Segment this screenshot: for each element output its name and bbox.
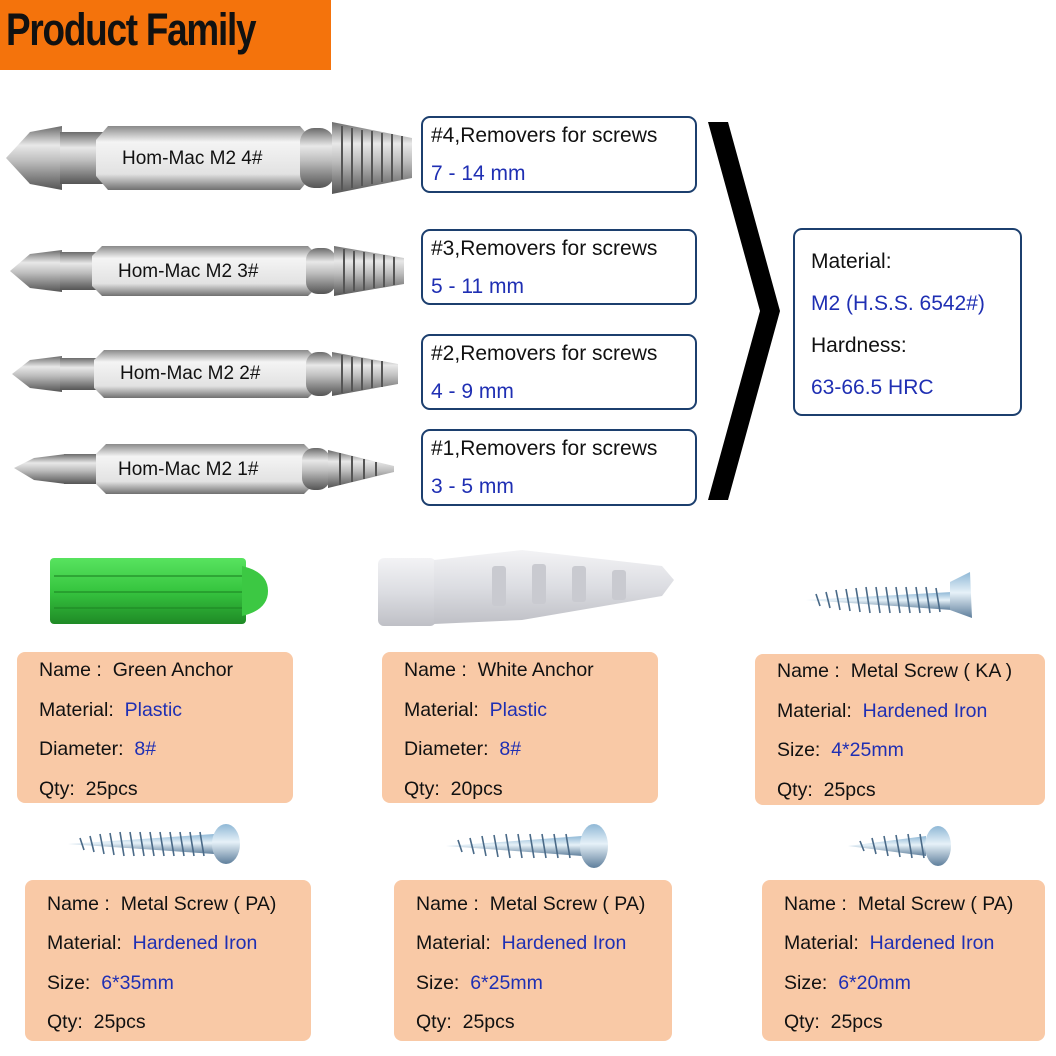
material-label: Material:: [39, 699, 114, 721]
diameter-label: Diameter:: [39, 738, 124, 760]
size-value: 6*20mm: [838, 972, 911, 994]
material-label: Material:: [416, 932, 491, 954]
metal-screw-ka-image: [806, 572, 972, 618]
remover-title: #1,Removers for screws: [431, 437, 658, 460]
material-label: Material:: [47, 932, 122, 954]
bit-label: Hom-Mac M2 4#: [122, 148, 263, 169]
size-value: 6*35mm: [101, 972, 174, 994]
product-family-banner: Product Family: [0, 0, 331, 70]
diameter-value: 8#: [134, 738, 157, 760]
accessory-name: Metal Screw ( PA): [120, 893, 277, 915]
qty-value: 25pcs: [85, 778, 138, 800]
remover-box-4: #4,Removers for screws 7 - 14 mm: [421, 116, 697, 193]
hardness-value: 63-66.5 HRC: [811, 376, 934, 399]
extractor-bit-3: Hom-Mac M2 3#: [10, 246, 404, 296]
remover-box-1: #1,Removers for screws 3 - 5 mm: [421, 429, 697, 506]
accessory-card-metal-screw-pa-6x20: Name : Metal Screw ( PA) Material: Harde…: [762, 880, 1045, 1041]
size-label: Size:: [784, 972, 828, 994]
qty-value: 25pcs: [823, 779, 876, 801]
name-label: Name :: [784, 893, 847, 915]
remover-range: 4 - 9 mm: [431, 380, 514, 403]
accessory-name: White Anchor: [477, 659, 594, 681]
size-label: Size:: [416, 972, 460, 994]
diameter-label: Diameter:: [404, 738, 489, 760]
name-label: Name :: [777, 660, 840, 682]
qty-label: Qty:: [416, 1011, 452, 1033]
material-value: M2 (H.S.S. 6542#): [811, 292, 985, 315]
name-label: Name :: [47, 893, 110, 915]
size-label: Size:: [47, 972, 91, 994]
material-label: Material:: [404, 699, 479, 721]
remover-range: 5 - 11 mm: [431, 275, 524, 298]
accessory-name: Metal Screw ( PA): [857, 893, 1014, 915]
qty-label: Qty:: [47, 1011, 83, 1033]
accessory-card-metal-screw-pa-6x35: Name : Metal Screw ( PA) Material: Harde…: [25, 880, 311, 1041]
banner-title: Product Family: [6, 4, 257, 55]
bit-label: Hom-Mac M2 3#: [118, 261, 259, 282]
material-label: Material:: [811, 250, 892, 273]
remover-box-2: #2,Removers for screws 4 - 9 mm: [421, 334, 697, 410]
qty-value: 25pcs: [462, 1011, 515, 1033]
qty-value: 25pcs: [93, 1011, 146, 1033]
accessory-name: Metal Screw ( KA ): [850, 660, 1013, 682]
qty-value: 20pcs: [450, 778, 503, 800]
qty-label: Qty:: [777, 779, 813, 801]
remover-title: #3,Removers for screws: [431, 237, 658, 260]
accessory-name: Metal Screw ( PA): [489, 893, 646, 915]
size-label: Size:: [777, 739, 821, 761]
name-label: Name :: [39, 659, 102, 681]
accessory-card-metal-screw-ka: Name : Metal Screw ( KA ) Material: Hard…: [755, 654, 1045, 805]
material-label: Material:: [784, 932, 859, 954]
metal-screw-pa-6x25-image: [446, 824, 608, 868]
extractor-bit-1: Hom-Mac M2 1#: [14, 444, 394, 494]
accessory-name: Green Anchor: [112, 659, 234, 681]
grouping-bracket: [708, 122, 780, 500]
diameter-value: 8#: [499, 738, 522, 760]
remover-range: 3 - 5 mm: [431, 475, 514, 498]
size-value: 6*25mm: [470, 972, 543, 994]
material-value: Hardened Iron: [862, 700, 988, 722]
material-value: Hardened Iron: [869, 932, 995, 954]
metal-screw-pa-6x20-image: [848, 826, 951, 866]
white-anchor-image: [378, 550, 674, 626]
qty-value: 25pcs: [830, 1011, 883, 1033]
name-label: Name :: [404, 659, 467, 681]
hardness-label: Hardness:: [811, 334, 907, 357]
material-value: Hardened Iron: [501, 932, 627, 954]
extractor-bit-2: Hom-Mac M2 2#: [12, 350, 398, 398]
qty-label: Qty:: [39, 778, 75, 800]
accessory-card-green-anchor: Name : Green Anchor Material: Plastic Di…: [17, 652, 293, 803]
bit-label: Hom-Mac M2 2#: [120, 363, 261, 384]
material-value: Plastic: [489, 699, 548, 721]
metal-screw-pa-6x35-image: [68, 824, 240, 864]
remover-box-3: #3,Removers for screws 5 - 11 mm: [421, 229, 697, 305]
size-value: 4*25mm: [831, 739, 904, 761]
remover-title: #2,Removers for screws: [431, 342, 658, 365]
material-label: Material:: [777, 700, 852, 722]
green-anchor-image: [50, 558, 268, 624]
qty-label: Qty:: [784, 1011, 820, 1033]
remover-range: 7 - 14 mm: [431, 162, 526, 185]
qty-label: Qty:: [404, 778, 440, 800]
accessory-card-white-anchor: Name : White Anchor Material: Plastic Di…: [382, 652, 658, 803]
material-info-box: Material: M2 (H.S.S. 6542#) Hardness: 63…: [793, 228, 1022, 416]
remover-title: #4,Removers for screws: [431, 124, 658, 147]
material-value: Hardened Iron: [132, 932, 258, 954]
extractor-bit-4: Hom-Mac M2 4#: [6, 122, 412, 194]
accessory-card-metal-screw-pa-6x25: Name : Metal Screw ( PA) Material: Harde…: [394, 880, 672, 1041]
material-value: Plastic: [124, 699, 183, 721]
bit-label: Hom-Mac M2 1#: [118, 459, 259, 480]
name-label: Name :: [416, 893, 479, 915]
